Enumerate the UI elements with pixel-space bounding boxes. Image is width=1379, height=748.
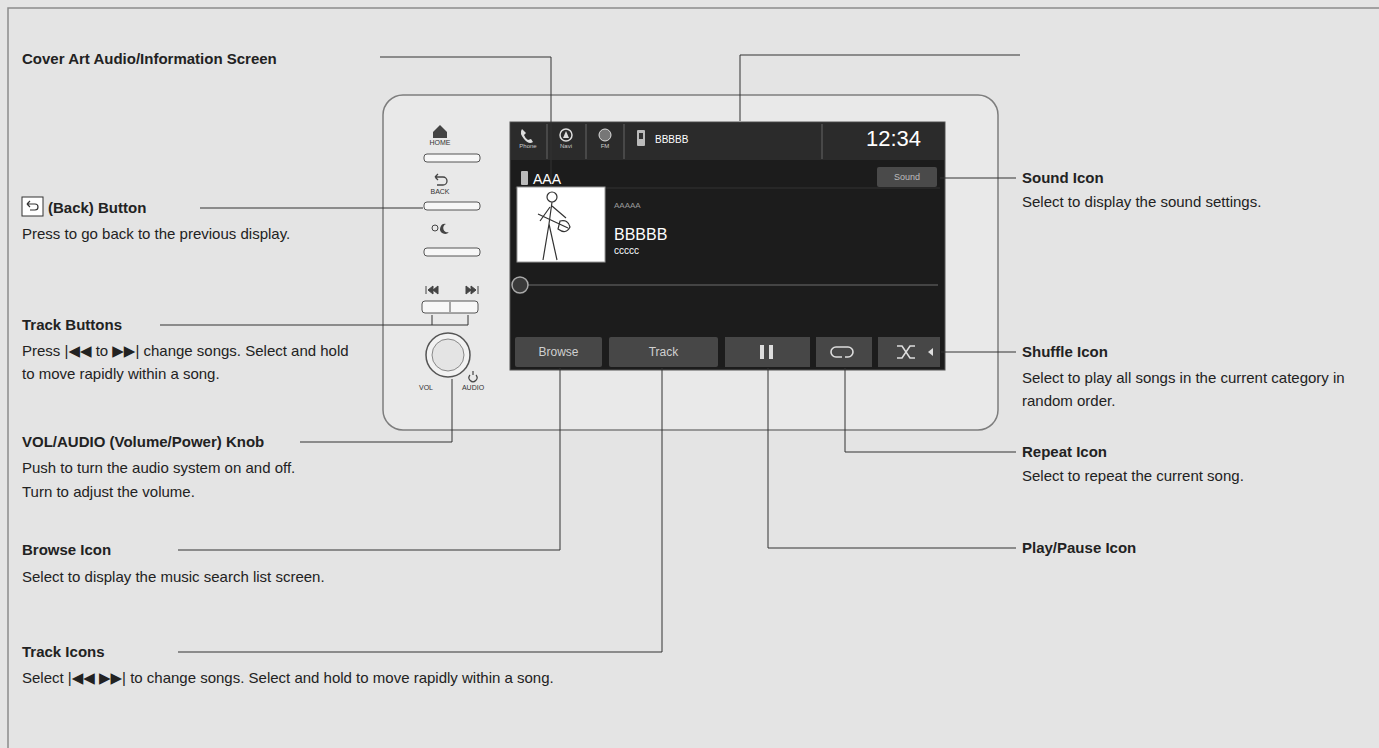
callout-text: Press to go back to the previous display… (22, 222, 352, 245)
screen (510, 122, 945, 370)
screen-label: BBBBB (614, 223, 667, 246)
button-label: Browse (538, 345, 578, 359)
display-button (424, 248, 480, 256)
back-icon-badge (22, 197, 43, 216)
volume-knob (426, 333, 470, 377)
status-bar (511, 123, 944, 160)
button-label: Sound (894, 172, 920, 182)
repeat-symbol (831, 347, 853, 357)
shuffle-button (878, 337, 940, 367)
back-icon (435, 174, 447, 185)
screen-label: FM (601, 143, 610, 150)
navi-icon (560, 129, 572, 141)
screen-button: Sound (877, 167, 937, 187)
pause-button (725, 337, 810, 367)
screen-label: Navi (560, 143, 572, 150)
progress-knob (512, 277, 528, 293)
callout-text: Select to display the sound settings. (1022, 190, 1322, 213)
back-button (424, 202, 480, 210)
callout-text: Turn to adjust the volume. (22, 480, 472, 503)
device-icon (637, 130, 645, 146)
screen-label: AAAAA (614, 201, 641, 210)
head-unit (383, 95, 998, 430)
power-icon (469, 371, 477, 382)
device-icon-screen (639, 133, 643, 139)
screen-label: BACK (430, 188, 449, 196)
callout-text: Press |◀◀ to ▶▶| change songs. Select an… (22, 339, 352, 385)
callout-heading: Cover Art Audio/Information Screen (22, 47, 277, 70)
home-button (424, 154, 480, 162)
callout-text: Select to repeat the current song. (1022, 464, 1367, 487)
track-button-icons (426, 286, 478, 294)
callout-heading: VOL/AUDIO (Volume/Power) Knob (22, 430, 264, 453)
track-buttons (422, 301, 478, 313)
fm-icon (599, 129, 611, 141)
callout-heading: Sound Icon (1022, 166, 1104, 189)
callout-text: Select |◀◀ ▶▶| to change songs. Select a… (22, 666, 582, 689)
brightness-sun (432, 225, 438, 231)
screen-label: Phone (519, 143, 536, 150)
screen-label: HOME (430, 139, 451, 147)
progress-track (528, 284, 938, 286)
screen-label: AUDIO (462, 384, 484, 392)
callout-heading: (Back) Button (48, 196, 146, 219)
repeat-button (816, 337, 872, 367)
brightness-moon (440, 224, 449, 234)
callout-heading: Browse Icon (22, 538, 111, 561)
phone-icon (521, 129, 533, 143)
screen-label: VOL (419, 384, 433, 392)
callout-text: Select to display the music search list … (22, 565, 542, 588)
callout-heading: Repeat Icon (1022, 440, 1107, 463)
pause-symbol (760, 345, 764, 359)
shuffle-arrow (928, 348, 933, 356)
album-art (517, 187, 605, 262)
shuffle-symbol (897, 346, 915, 358)
pause-symbol (769, 345, 773, 359)
source-icon (521, 171, 528, 185)
callout-heading: Track Buttons (22, 313, 122, 336)
screen-label: 12:34 (866, 127, 921, 151)
button-label: Track (649, 345, 679, 359)
screen-label: BBBBB (655, 134, 688, 146)
callout-text: Push to turn the audio system on and off… (22, 456, 472, 479)
volume-knob-inner (432, 339, 464, 371)
screen-button: Browse (515, 337, 602, 367)
navi-arrow (563, 131, 569, 138)
home-icon (433, 125, 447, 138)
callout-heading: Track Icons (22, 640, 105, 663)
screen-button: Track (609, 337, 718, 367)
back-icon-arrow (27, 201, 38, 210)
track-divider (450, 302, 451, 312)
guitarist-figure (538, 192, 570, 260)
callout-heading: Play/Pause Icon (1022, 536, 1136, 559)
frame (8, 8, 1379, 748)
status-dividers (547, 124, 822, 159)
screen-label: ccccc (614, 245, 639, 257)
screen-label: AAA (533, 168, 561, 191)
callout-heading: Shuffle Icon (1022, 340, 1108, 363)
callout-text: Select to play all songs in the current … (1022, 366, 1367, 412)
